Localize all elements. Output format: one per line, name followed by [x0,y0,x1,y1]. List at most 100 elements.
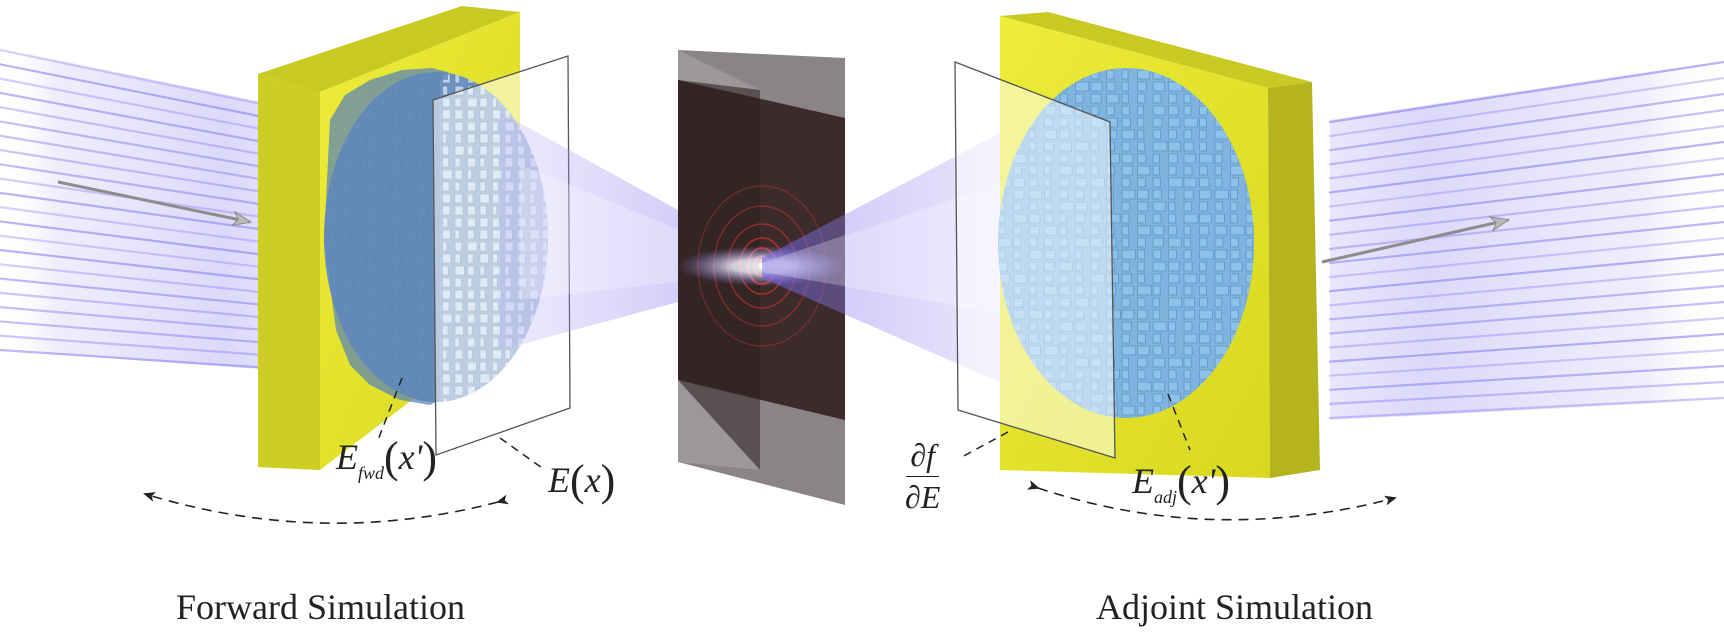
adjoint-simulation-caption: Adjoint Simulation [1096,587,1374,627]
adjoint-pillar [1121,369,1129,380]
adjoint-pillar [1183,129,1193,140]
adjoint-pillar [1183,285,1193,296]
adjoint-pillar [1137,333,1146,344]
outgoing-beam-streaks [1328,60,1724,420]
e-x-leader [499,437,546,471]
adjoint-pillar [1199,105,1208,116]
adjoint-pillar [1214,177,1223,188]
adjoint-pillar [1152,93,1162,104]
incoming-beam-streaks [0,48,302,372]
adjoint-pillar [1121,393,1131,404]
incoming-beam-streak [0,163,302,212]
leader-lines [377,377,1191,471]
incoming-beam-streak [0,248,302,286]
adjoint-pillar [1137,153,1147,164]
adjoint-pillar [1183,297,1195,308]
adjoint-pillar [1137,249,1145,260]
adjoint-pillar [1183,261,1193,272]
adjoint-pillar [1168,213,1177,224]
adjoint-pillar [1199,273,1207,284]
adjoint-pillar [1230,189,1238,200]
adjoint-pillar [1199,141,1207,152]
adjoint-pillar [1137,105,1144,116]
adjoint-pillar [1168,309,1177,320]
adjoint-pillar [1230,273,1239,284]
incoming-beam-streak [0,191,302,236]
incoming-beam-streak [0,106,302,163]
outgoing-beam-streak [1328,124,1724,180]
incoming-beam-streak [0,334,302,359]
adjoint-pillar [1168,117,1181,128]
outgoing-beam-streak [1328,76,1724,138]
adjoint-pillar [1137,177,1146,188]
adjoint-pillar [1137,345,1150,356]
adjoint-pillar [1137,69,1151,80]
adjoint-pillar [1199,321,1208,332]
adjoint-pillar [1137,381,1152,392]
adjoint-pillar [1183,105,1192,116]
adjoint-pillar [1137,321,1150,332]
df-de-label: ∂f ∂E [905,437,940,516]
outgoing-beam-streak [1328,188,1724,236]
e-fwd-label: Efwd(x') [336,433,438,483]
adjoint-pillar [1214,189,1229,200]
adjoint-pillar [1121,93,1129,104]
outgoing-beam-streak [1328,268,1724,307]
e-fwd-symbol: E [336,437,358,477]
adjoint-pillar [1245,225,1254,236]
adjoint-pillar [1137,261,1145,272]
adjoint-pillar [1121,345,1137,356]
adjoint-pillar [1152,345,1163,356]
adjoint-pillar [1137,297,1146,308]
outgoing-beam-streak [1328,172,1724,222]
adjoint-pillar [1121,153,1134,164]
adjoint-swap-arrow-icon [1026,480,1397,521]
adjoint-pillar [1214,201,1224,212]
e-x-label: E(x) [548,456,616,505]
adjoint-pillar [1152,309,1161,320]
adjoint-pillar [1199,297,1208,308]
adjoint-pillar [1199,129,1207,140]
adjoint-pillar [1152,177,1161,188]
adjoint-pillar [1199,177,1210,188]
adjoint-pillar [1121,165,1133,176]
incoming-beam [0,48,302,372]
e-adj-leader [1167,393,1191,451]
adjoint-pillar [1168,273,1180,284]
adjoint-pillar [1183,321,1193,332]
adjoint-pillar [1137,393,1145,404]
adjoint-pillar [1183,249,1192,260]
adjoint-pillar [1121,357,1130,368]
adjoint-pillar [1214,273,1223,284]
adjoint-pillar [1230,249,1241,260]
adjoint-pillar [1168,129,1177,140]
adjoint-pillar [1183,177,1197,188]
adjoint-pillar [1230,225,1245,236]
adjoint-pillar [1121,129,1135,140]
adjoint-pillar [1137,201,1149,212]
adjoint-pillar [1090,93,1102,104]
adjoint-pillar [1168,393,1181,404]
adjoint-pillar [1121,237,1130,248]
adjoint-pillar [1152,261,1167,272]
adjoint-pillar [1152,81,1165,92]
e-fwd-subscript: fwd [358,463,385,483]
adjoint-pillar [1121,177,1131,188]
adjoint-pillar [1152,357,1166,368]
adjoint-pillar [1059,93,1068,104]
adjoint-pillar [1090,81,1103,92]
adjoint-pillar [1183,201,1192,212]
adjoint-pillar [1230,297,1241,308]
incoming-beam-streak [0,63,302,126]
adjoint-pillar [1168,141,1181,152]
adjoint-pillar [1152,153,1160,164]
adjoint-pillar [1183,369,1191,380]
incoming-beam-streak [0,148,302,200]
adjoint-pillar [1121,81,1129,92]
outgoing-beam-streak [1328,332,1724,363]
adjoint-pillar [1152,249,1162,260]
adjoint-pillar [1183,357,1192,368]
outgoing-beam-streak [1328,380,1724,406]
adjoint-pillar [1214,249,1228,260]
adjoint-pillar [1121,249,1136,260]
